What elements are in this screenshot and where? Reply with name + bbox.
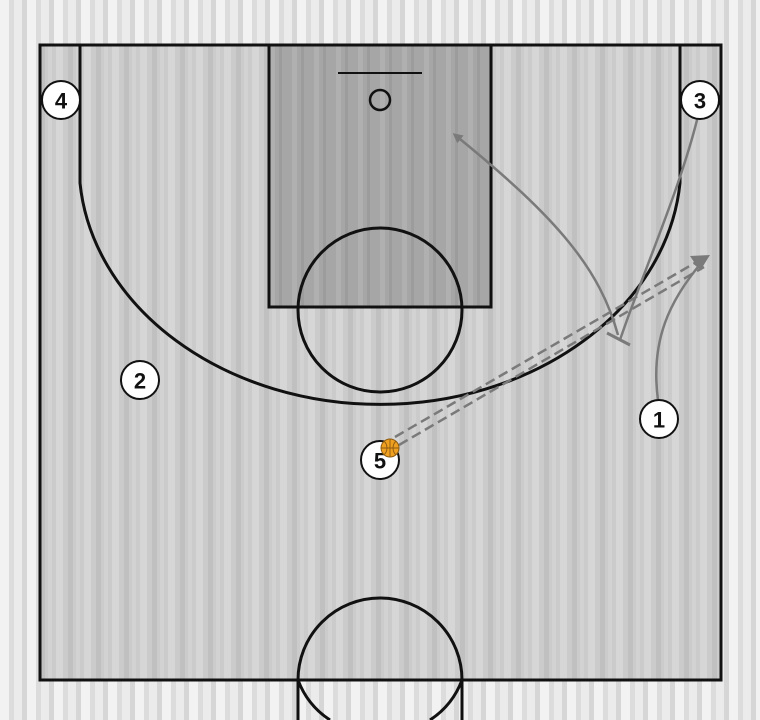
screen-mark [606,331,631,347]
player-3[interactable]: 3 [680,80,720,120]
player-2[interactable]: 2 [120,360,160,400]
paint-area [267,43,493,309]
center-circle [296,596,464,720]
pass-line [394,258,705,447]
player-3-cut [618,115,700,341]
center-circle-lower [296,679,331,720]
player-2-label: 2 [134,369,146,394]
player-4-label: 4 [55,89,68,114]
player-3-label: 3 [694,89,706,114]
player-5-label: 5 [374,449,386,474]
free-throw-circle [296,226,464,394]
center-circle-lower-right [429,679,464,720]
player-1[interactable]: 1 [639,399,679,439]
basketball-icon [380,438,400,458]
player-3-curl [452,133,620,336]
player-4[interactable]: 4 [41,80,81,120]
rim [368,88,392,112]
player-1-label: 1 [653,408,665,433]
player-1-cut [654,259,704,401]
